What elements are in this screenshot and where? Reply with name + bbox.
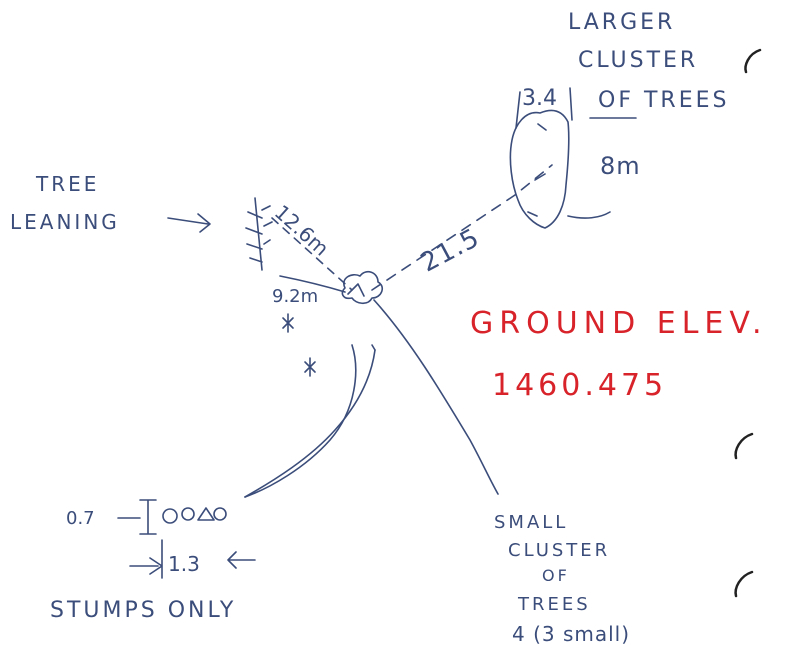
curved-arrow bbox=[244, 344, 357, 498]
stump-width-dim bbox=[129, 539, 256, 579]
star-1 bbox=[282, 313, 294, 333]
stump-2 bbox=[181, 507, 195, 521]
leaning-arrow bbox=[167, 213, 211, 233]
larger-cluster-inner-mark bbox=[527, 123, 547, 217]
larger-cluster-label-3: OF TREES bbox=[598, 88, 730, 113]
stump-height: 0.7 bbox=[66, 508, 95, 529]
stump-4 bbox=[213, 507, 227, 521]
small-cluster-line-2: CLUSTER bbox=[508, 540, 611, 561]
base-to-center-line bbox=[279, 275, 346, 293]
stumps-label: STUMPS ONLY bbox=[50, 598, 237, 623]
binder-mark-1 bbox=[744, 48, 762, 74]
distance-center-to-base: 9.2m bbox=[272, 286, 319, 307]
star-2 bbox=[304, 357, 316, 377]
leaning-tree bbox=[245, 197, 273, 271]
center-to-larger-line bbox=[371, 164, 553, 291]
binder-mark-2 bbox=[734, 432, 754, 460]
ground-elevation-label: GROUND ELEV. bbox=[470, 306, 768, 341]
small-cluster-line-4: TREES bbox=[518, 594, 591, 615]
stump-1 bbox=[162, 508, 178, 524]
center-cluster bbox=[341, 270, 384, 305]
larger-cluster-outline bbox=[509, 109, 570, 229]
larger-cluster-height: 3.4 bbox=[522, 86, 557, 111]
stump-3 bbox=[197, 507, 215, 521]
height-bracket bbox=[515, 87, 573, 129]
ground-elevation-value: 1460.475 bbox=[492, 368, 668, 403]
larger-cluster-width: 8m bbox=[600, 152, 641, 180]
small-cluster-pointer bbox=[373, 299, 499, 495]
stump-width: 1.3 bbox=[168, 552, 200, 576]
binder-mark-3 bbox=[734, 570, 754, 598]
leaning-tree-label-1: TREE bbox=[36, 172, 100, 196]
small-cluster-line-1: SMALL bbox=[494, 512, 569, 533]
small-cluster-line-3: OF bbox=[542, 566, 570, 585]
small-cluster-count: 4 (3 small) bbox=[512, 622, 631, 646]
leaning-to-center-line bbox=[271, 217, 353, 291]
larger-cluster-label-1: LARGER bbox=[568, 10, 676, 35]
width-dim-bottom bbox=[567, 211, 611, 219]
stump-height-bracket bbox=[117, 499, 157, 535]
leaning-tree-label-2: LEANING bbox=[10, 210, 120, 234]
larger-cluster-label-2: CLUSTER bbox=[578, 48, 699, 73]
